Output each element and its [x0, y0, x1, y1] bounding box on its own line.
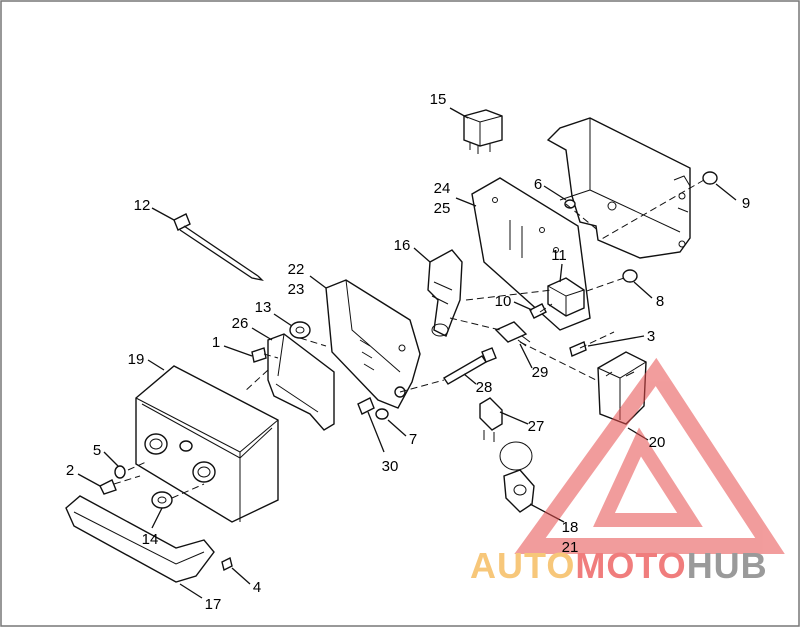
- callout-8: 8: [656, 293, 664, 310]
- callout-5: 5: [93, 442, 101, 459]
- fuse-holder-part: [547, 277, 585, 317]
- callout-16: 16: [394, 237, 411, 254]
- callout-17: 17: [205, 596, 222, 613]
- callout-1: 1: [212, 334, 220, 351]
- assembly-lines: [113, 179, 705, 499]
- watermark-logo: AUTOMOTOHUB: [470, 545, 768, 586]
- callout-10: 10: [495, 293, 512, 310]
- mounting-bracket-upper: [546, 117, 691, 259]
- callout-11: 11: [551, 247, 567, 264]
- callout-14: 14: [142, 531, 159, 548]
- grommet-13-part: [289, 321, 311, 339]
- callout-21: 21: [562, 539, 579, 556]
- fuse-27-part: [479, 397, 503, 442]
- callout-24: 24: [434, 180, 451, 197]
- watermark-moto: MOTO: [575, 545, 686, 586]
- nut-7-part: [375, 408, 389, 420]
- housing-box-part: [135, 365, 279, 523]
- watermark-triangle: [514, 357, 785, 554]
- callout-22: 22: [288, 261, 305, 278]
- callout-18: 18: [562, 519, 579, 536]
- screw-3-part: [569, 341, 587, 357]
- key-fob-part: [499, 441, 535, 513]
- screw-2-part: [99, 479, 117, 495]
- clamp-part: [427, 249, 463, 337]
- washer-5-part: [114, 465, 126, 479]
- callout-15: 15: [430, 91, 447, 108]
- leader-lines: [77, 107, 737, 599]
- callout-12: 12: [134, 197, 151, 214]
- callout-6: 6: [534, 176, 542, 193]
- callout-27: 27: [528, 418, 545, 435]
- nut-6-part: [564, 199, 576, 209]
- grommet-14-part: [151, 491, 173, 509]
- watermark-auto: AUTO: [470, 545, 575, 586]
- mounting-plate-part: [325, 279, 421, 409]
- relay-part: [463, 109, 503, 154]
- cable-tie-part: [173, 213, 264, 282]
- screw-1-part: [251, 347, 267, 363]
- callout-23: 23: [288, 281, 305, 298]
- callout-4: 4: [253, 579, 261, 596]
- screw-30-part: [357, 397, 375, 415]
- callout-19: 19: [128, 351, 145, 368]
- callout-9: 9: [742, 195, 750, 212]
- callout-29: 29: [532, 364, 549, 381]
- callout-28: 28: [476, 379, 493, 396]
- connector-10-part: [529, 303, 547, 319]
- callout-7: 7: [409, 431, 417, 448]
- callout-2: 2: [66, 462, 74, 479]
- bolt-28-part: [443, 347, 497, 385]
- trim-cover-part: [65, 495, 215, 583]
- connector-29-part: [494, 321, 531, 347]
- callout-3: 3: [647, 328, 655, 345]
- callout-26: 26: [232, 315, 249, 332]
- nut-9-part: [702, 171, 718, 185]
- screw-4-part: [221, 556, 233, 572]
- callout-13: 13: [255, 299, 272, 316]
- bracket-26-part: [267, 333, 335, 431]
- svg-text:AUTOMOTOHUB: AUTOMOTOHUB: [470, 545, 768, 586]
- watermark-hub: HUB: [687, 545, 768, 586]
- nut-8-part: [622, 269, 638, 283]
- callout-20: 20: [649, 434, 666, 451]
- callout-30: 30: [382, 458, 399, 475]
- callout-25: 25: [434, 200, 451, 217]
